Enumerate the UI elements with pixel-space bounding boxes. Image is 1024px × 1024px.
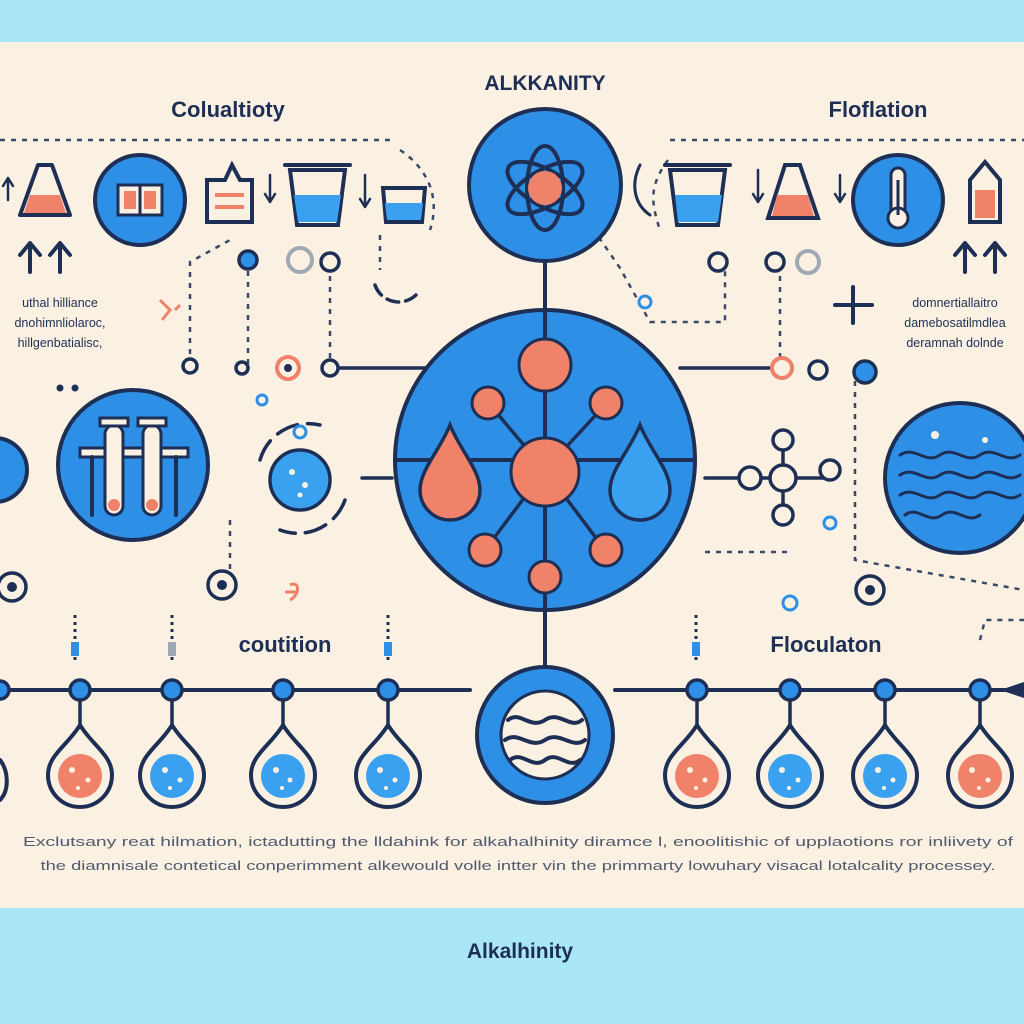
- title-top-right: Floflation: [829, 97, 928, 122]
- bottom-timeline: [0, 615, 1015, 809]
- cycle-node: [258, 421, 347, 536]
- footer-band: [0, 908, 1024, 1024]
- caption-line-1: Exclutsany reat hilmation, ictadutting t…: [23, 834, 1014, 849]
- footer-title: Alkalhinity: [467, 940, 574, 963]
- central-hub: [393, 308, 697, 612]
- lab-apparatus-node: [56, 388, 210, 542]
- side-text-right-2: damebosatilmdlea: [904, 316, 1005, 330]
- side-text-right-3: deramnah dolnde: [906, 336, 1003, 350]
- water-layers-node: [883, 401, 1024, 555]
- top-right-icons: [633, 153, 1007, 325]
- dashed-lines: [0, 138, 1024, 641]
- wave-node: [475, 665, 615, 805]
- labels: ALKKANITY Colualtioty Floflation coutiti…: [14, 72, 1013, 963]
- side-text-right-1: domnertiallaitro: [912, 296, 998, 310]
- title-mid-left: coutition: [239, 632, 332, 657]
- title-mid-right: Floculaton: [770, 632, 881, 657]
- connector-dots: [0, 246, 886, 612]
- title-top-center: ALKKANITY: [484, 72, 605, 95]
- top-left-icons: [1, 153, 428, 304]
- title-top-left: Colualtioty: [171, 97, 285, 122]
- side-text-left-1: uthal hilliance: [22, 296, 98, 310]
- edge-node-left: [0, 436, 29, 504]
- atom-node: [467, 107, 623, 263]
- side-text-left-2: dnohimnliolaroc,: [14, 316, 105, 330]
- side-text-left-3: hillgenbatialisc,: [18, 336, 103, 350]
- caption-line-2: the diamnisale contetical conperimment a…: [41, 858, 996, 873]
